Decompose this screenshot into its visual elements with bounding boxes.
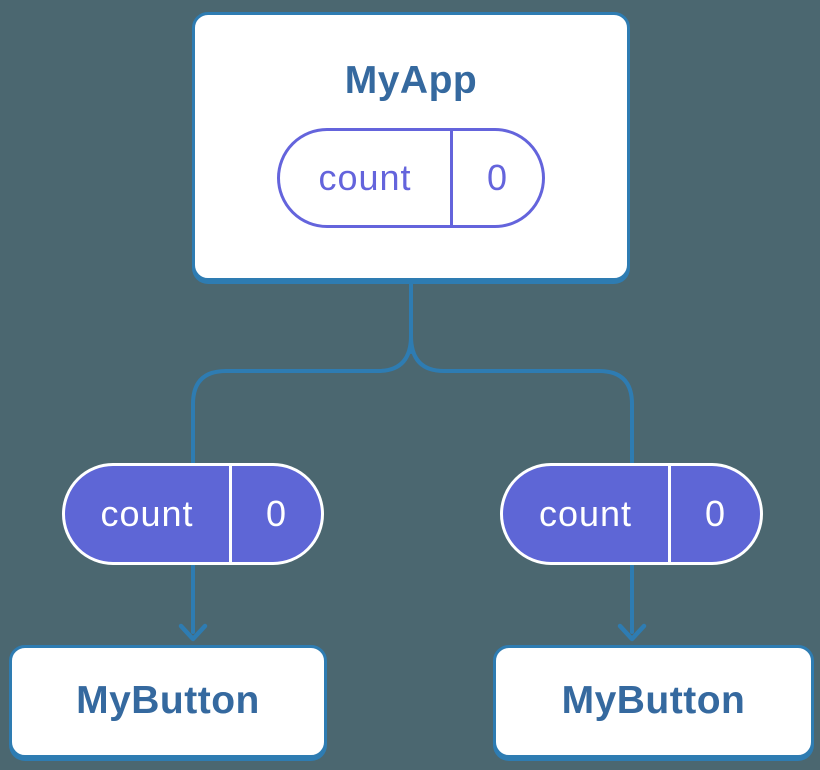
myapp-title: MyApp xyxy=(344,59,478,102)
myapp-node: MyApp count 0 xyxy=(192,12,630,281)
connector-branch-right xyxy=(409,334,634,634)
mybutton-title: MyButton xyxy=(76,679,260,723)
prop-value-label: 0 xyxy=(704,493,727,534)
mybutton-title: MyButton xyxy=(561,679,746,723)
prop-pill-right: count 0 xyxy=(500,463,763,565)
arrowhead-right-icon xyxy=(617,623,647,642)
prop-pill-left: count 0 xyxy=(62,463,324,565)
prop-name-label: count xyxy=(503,466,671,562)
prop-name-label: count xyxy=(65,466,232,562)
state-value-label: 0 xyxy=(486,156,509,198)
mybutton-node-left: MyButton xyxy=(9,645,327,758)
mybutton-node-right: MyButton xyxy=(493,645,814,758)
state-name-label: count xyxy=(280,130,453,225)
connector-branch-left xyxy=(191,334,413,634)
myapp-state-pill: count 0 xyxy=(277,127,545,228)
prop-value-label: 0 xyxy=(265,493,288,534)
arrowhead-left-icon xyxy=(178,623,208,642)
